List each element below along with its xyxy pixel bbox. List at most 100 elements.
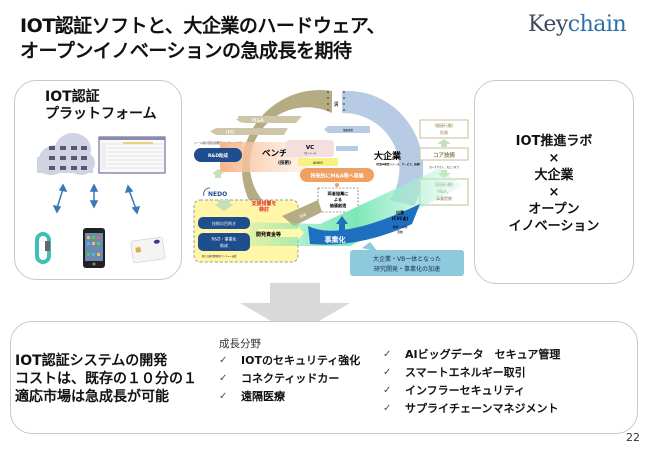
seed-caption: シード期の研究開発型ベンチャー支援 <box>194 141 242 145</box>
core-tech-box <box>419 147 469 161</box>
iot-lab-line-2: × <box>548 151 560 166</box>
corporate-arc <box>342 90 424 206</box>
value-creation-box <box>317 187 359 213</box>
growth-summary-panel: IOT認証システムの開発 コストは、既存の１０分の１ 適応市場は急成長が可能 成… <box>10 321 638 434</box>
future-ma-label: 将来的にM&A等へ発展 <box>310 173 363 180</box>
joint-research-label: 共同研究 <box>313 161 324 165</box>
indirect-label: (間接行動) <box>434 122 454 128</box>
dev-funds-label: 開発資金等 <box>256 231 281 238</box>
growth-area-label: インフラーセキュリティ <box>405 384 526 397</box>
support-line-1: 支援措置を <box>250 200 276 207</box>
checkmark-icon: ✓ <box>383 349 392 360</box>
checkmark-icon: ✓ <box>219 355 228 366</box>
indirect-box <box>419 119 469 139</box>
tech-band-label: 技術 <box>299 212 308 219</box>
rd-comm-pill <box>198 233 250 251</box>
cvc-line-2: (CVC含) <box>392 215 409 221</box>
cloud-server-icon <box>37 133 95 175</box>
up-arrow-small <box>212 169 224 178</box>
ma-arrow <box>238 116 302 123</box>
iot-lab-line-3: 大企業 <box>534 168 574 183</box>
slide-title: IOT認証ソフトと、大企業のハードウェア、 オープンイノベーションの急成長を期待 <box>20 14 386 64</box>
nedo-logo: NEDO <box>208 191 227 198</box>
large-corp-label: 大企業 <box>374 150 402 162</box>
nedo-caption: 新たな研究開発型ベンチャー支援 <box>202 254 237 258</box>
summary-line-3: 適応市場は急成長が可能 <box>15 389 169 405</box>
large-corp-sub-label: (資金&経営リソース、サービス、技術) <box>376 162 420 166</box>
cvc-line-1: 出資 <box>396 209 405 215</box>
checkmark-icon: ✓ <box>219 391 228 402</box>
list-item: ✓ IOTのセキュリティ強化 <box>219 352 360 370</box>
platform-illustration <box>35 133 166 268</box>
partnership-arrow <box>324 126 370 133</box>
summary-line-2: コストは、既存の１０分の１ <box>15 371 197 387</box>
keychain-logo: Keychain <box>528 12 627 37</box>
iot-lab-line-5: オープン <box>528 202 580 217</box>
list-item: ✓ コネクティッドカー <box>219 370 360 388</box>
panel-title-line-1: IOT認証 <box>45 89 100 105</box>
iot-lab-panel: IOT推進ラボ × 大企業 × オープン イノベーション <box>474 80 634 284</box>
logo-part-key: Key <box>528 12 568 37</box>
checkmark-icon: ✓ <box>383 367 392 378</box>
growth-area-label: 遠隔医療 <box>241 390 285 403</box>
talent-line-2: 流動 <box>397 229 403 234</box>
ic-card-icon <box>130 236 166 264</box>
smartphone-icon <box>83 228 105 268</box>
ipo-arrow <box>216 128 288 135</box>
panel-title-line-2: プラットフォーム <box>45 106 157 122</box>
vc-box <box>286 140 334 157</box>
checkmark-icon: ✓ <box>383 385 392 396</box>
vc-sub-label: (カンドメ) <box>304 151 316 155</box>
acceleration-line-2: 研究開発・事業化の加速 <box>374 265 440 273</box>
carveout-label: カーブアウト、スピンオフ <box>429 165 459 169</box>
title-line-2: オープンイノベーションの急成長を期待 <box>20 40 352 62</box>
list-item: ✓スマートエネルギー取引 <box>383 364 560 382</box>
commercialization-label: 事業化 <box>325 235 346 244</box>
cost-summary: IOT認証システムの開発 コストは、既存の１０分の１ 適応市場は急成長が可能 <box>15 352 197 406</box>
fitness-band-icon <box>35 232 51 264</box>
panel-title: IOT認証 プラットフォーム <box>45 89 157 123</box>
growth-area-label: IOTのセキュリティ強化 <box>241 354 361 367</box>
value-creation-line-2: よる <box>334 196 342 203</box>
gap-dots <box>327 91 345 111</box>
iot-lab-line-6: イノベーション <box>508 219 600 234</box>
dev-funds-arrow <box>258 229 298 237</box>
list-item: ✓ AIビッグデータ セキュア管理 <box>383 346 560 364</box>
checkmark-icon: ✓ <box>383 403 392 414</box>
dashboard-screenshot <box>98 136 166 174</box>
partnership-label: 業務提携 <box>343 128 354 132</box>
support-line-2: 検討 <box>259 206 269 213</box>
page-number: 22 <box>626 431 640 444</box>
commercialization-band <box>308 204 420 245</box>
rd-comm-line-2: 助成 <box>220 242 228 248</box>
iot-lab-line-1: IOT推進ラボ <box>515 134 593 149</box>
ipo-label: IPO <box>226 130 234 136</box>
list-item: ✓ サプライチェーンマネジメント <box>383 400 560 418</box>
investment-label: 投資 <box>440 129 448 135</box>
iot-auth-platform-panel: IOT認証 プラットフォーム <box>14 80 182 280</box>
open-innovation-diagram: 溝 M&A IPO シード期の研究開発型ベンチャー支援 R&D助成 ベンチャー … <box>193 90 469 276</box>
alliance-label: 事業提携 <box>436 195 452 201</box>
checkmark-icon: ✓ <box>219 373 228 384</box>
list-item: ✓ 遠隔医療 <box>219 388 360 406</box>
growth-area-label: サプライチェーンマネジメント <box>405 402 559 415</box>
joint-research-box <box>298 158 338 166</box>
venture-label: ベンチャー <box>262 149 304 159</box>
venture-sub-label: (技術) <box>278 159 291 166</box>
tech-band <box>282 200 322 226</box>
growth-area-label: AIビッグデータ セキュア管理 <box>405 348 561 361</box>
vc-label: VC <box>306 145 314 151</box>
core-tech-label: コア技術 <box>433 151 456 159</box>
logo-part-chain: chain <box>567 12 627 37</box>
tech-eval-pill <box>198 217 250 229</box>
acceleration-box <box>350 250 464 276</box>
summary-line-1: IOT認証システムの開発 <box>15 353 168 369</box>
tech-eval-label: 技術の目利き <box>212 220 236 226</box>
future-ma-pill <box>300 168 374 182</box>
value-creation-line-3: 価値創造 <box>329 202 348 209</box>
rd-grant-pill <box>194 148 242 162</box>
iot-lab-line-4: × <box>548 185 560 200</box>
sync-arrows <box>52 183 141 215</box>
growth-area-label: コネクティッドカー <box>241 372 340 385</box>
growth-areas-list-b: ✓ AIビッグデータ セキュア管理 ✓スマートエネルギー取引 ✓ インフラーセキュリ… <box>383 346 560 418</box>
